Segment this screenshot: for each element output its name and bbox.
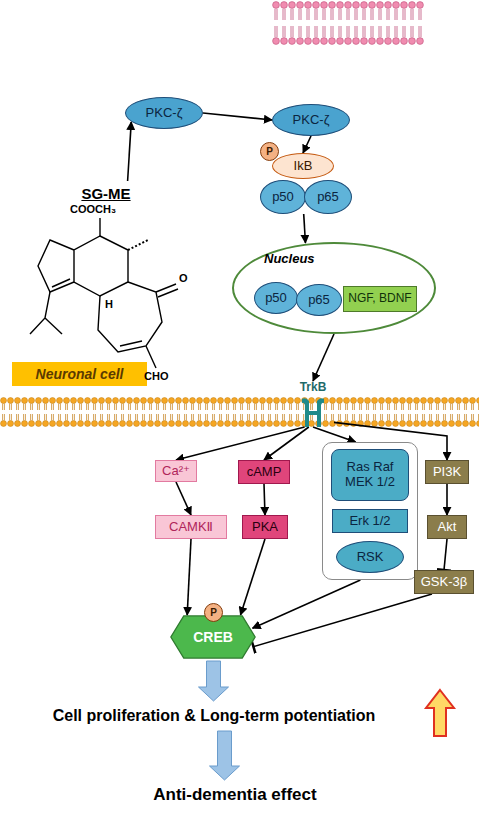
chem-atom: O (179, 272, 188, 285)
kinase-ellipse: PKC-ζ (125, 97, 203, 129)
block-arrow (210, 731, 240, 780)
kinase-box: Akt (427, 515, 467, 539)
arrow-connector (253, 580, 361, 628)
kinase-ellipse: RSK (336, 541, 404, 573)
kinase-box: CAMKⅡ (155, 515, 227, 539)
phospho-circle-label: P (266, 146, 273, 158)
receptor-label: TrkB (300, 381, 327, 395)
arrow-connector (313, 334, 334, 381)
block-arrow (199, 661, 229, 701)
kinase-cascade-box-label: Ras Raf MEK 1/2 (339, 460, 401, 490)
subunit-ellipse-label: p65 (317, 190, 339, 205)
kinase-box: PI3K (425, 460, 469, 484)
messenger-box-label: cAMP (247, 465, 282, 480)
arrow-connector (241, 539, 265, 615)
big-up-arrow (426, 690, 454, 736)
receptor-symbol (292, 397, 334, 427)
subunit-ellipse-label: p50 (265, 291, 287, 306)
outcome-text: Anti-dementia effect (124, 782, 346, 808)
inhibitor-ellipse-label: IkB (294, 159, 313, 174)
kinase-box-label: Erk 1/2 (349, 514, 390, 529)
subunit-ellipse: p50 (254, 282, 298, 314)
arrow-connector (203, 113, 272, 120)
receptor: TrkB (292, 381, 334, 427)
kinase-box-label: PI3K (433, 465, 461, 480)
inhibition-line (444, 539, 447, 570)
messenger-box: cAMP (238, 460, 290, 484)
arrow-connector (313, 427, 356, 442)
phospho-circle: P (204, 603, 223, 622)
kinase-ellipse-label: PKC-ζ (293, 113, 330, 128)
kinase-box-label: GSK-3β (421, 575, 468, 590)
arrow-connector (264, 427, 309, 460)
chem-atom: H (105, 298, 113, 311)
arrow-connector (446, 484, 448, 515)
subunit-ellipse-label: p50 (272, 190, 294, 205)
kinase-box: GSK-3β (414, 570, 474, 594)
nucleus-ellipse: Nucleus p50 p65 NGF, BDNF (232, 242, 436, 334)
arrow-connector (176, 482, 191, 515)
gene-box: NGF, BDNF (343, 286, 417, 312)
chem-group: COOCH₃ (70, 203, 116, 216)
outcome-text-label: Cell proliferation & Long-term potentiat… (53, 707, 376, 725)
membrane-top (272, 0, 424, 46)
subunit-ellipse: p65 (304, 180, 352, 214)
messenger-box: Ca²⁺ (155, 460, 197, 482)
subunit-ellipse-label: p65 (308, 293, 330, 308)
kinase-box-label: PKA (252, 520, 278, 535)
inhibitor-ellipse: IkB (272, 153, 334, 179)
arrow-connector (128, 122, 132, 181)
chem-group: CHO (144, 370, 168, 383)
pathway-group: Ras Raf MEK 1/2Erk 1/2RSK (322, 442, 418, 580)
kinase-box-label: Akt (438, 520, 457, 535)
outcome-text-label: Anti-dementia effect (153, 785, 316, 805)
kinase-ellipse: PKC-ζ (272, 104, 350, 136)
chemical-structure (30, 218, 178, 368)
kinase-box: Erk 1/2 (332, 509, 408, 533)
kinase-ellipse-label: PKC-ζ (146, 106, 183, 121)
kinase-box-label: CAMKⅡ (169, 520, 213, 535)
neuronal-membrane (0, 397, 479, 427)
phospho-circle-label: P (210, 607, 217, 619)
cell-label: Neuronal cell (12, 362, 147, 386)
kinase-ellipse-label: RSK (357, 550, 384, 565)
subunit-ellipse: p65 (296, 284, 342, 316)
kinase-box: PKA (242, 515, 288, 539)
outcome-text: Cell proliferation & Long-term potentiat… (8, 703, 420, 729)
arrow-connector (303, 136, 311, 153)
kinase-cascade-box: Ras Raf MEK 1/2 (331, 449, 409, 501)
cell-label-label: Neuronal cell (36, 366, 124, 382)
inhibition-line (253, 594, 432, 647)
compound-name-label: SG-ME (81, 185, 130, 202)
arrow-connector (304, 214, 306, 243)
subunit-ellipse: p50 (260, 180, 306, 214)
gene-box-label: NGF, BDNF (348, 292, 411, 306)
nucleus-ellipse-label: Nucleus (264, 252, 315, 267)
arrow-connector (187, 539, 191, 615)
arrow-connector (264, 484, 265, 515)
transcription-factor-hexagon-label: CREB (193, 629, 233, 645)
phospho-circle: P (260, 142, 279, 161)
messenger-box-label: Ca²⁺ (162, 464, 190, 479)
